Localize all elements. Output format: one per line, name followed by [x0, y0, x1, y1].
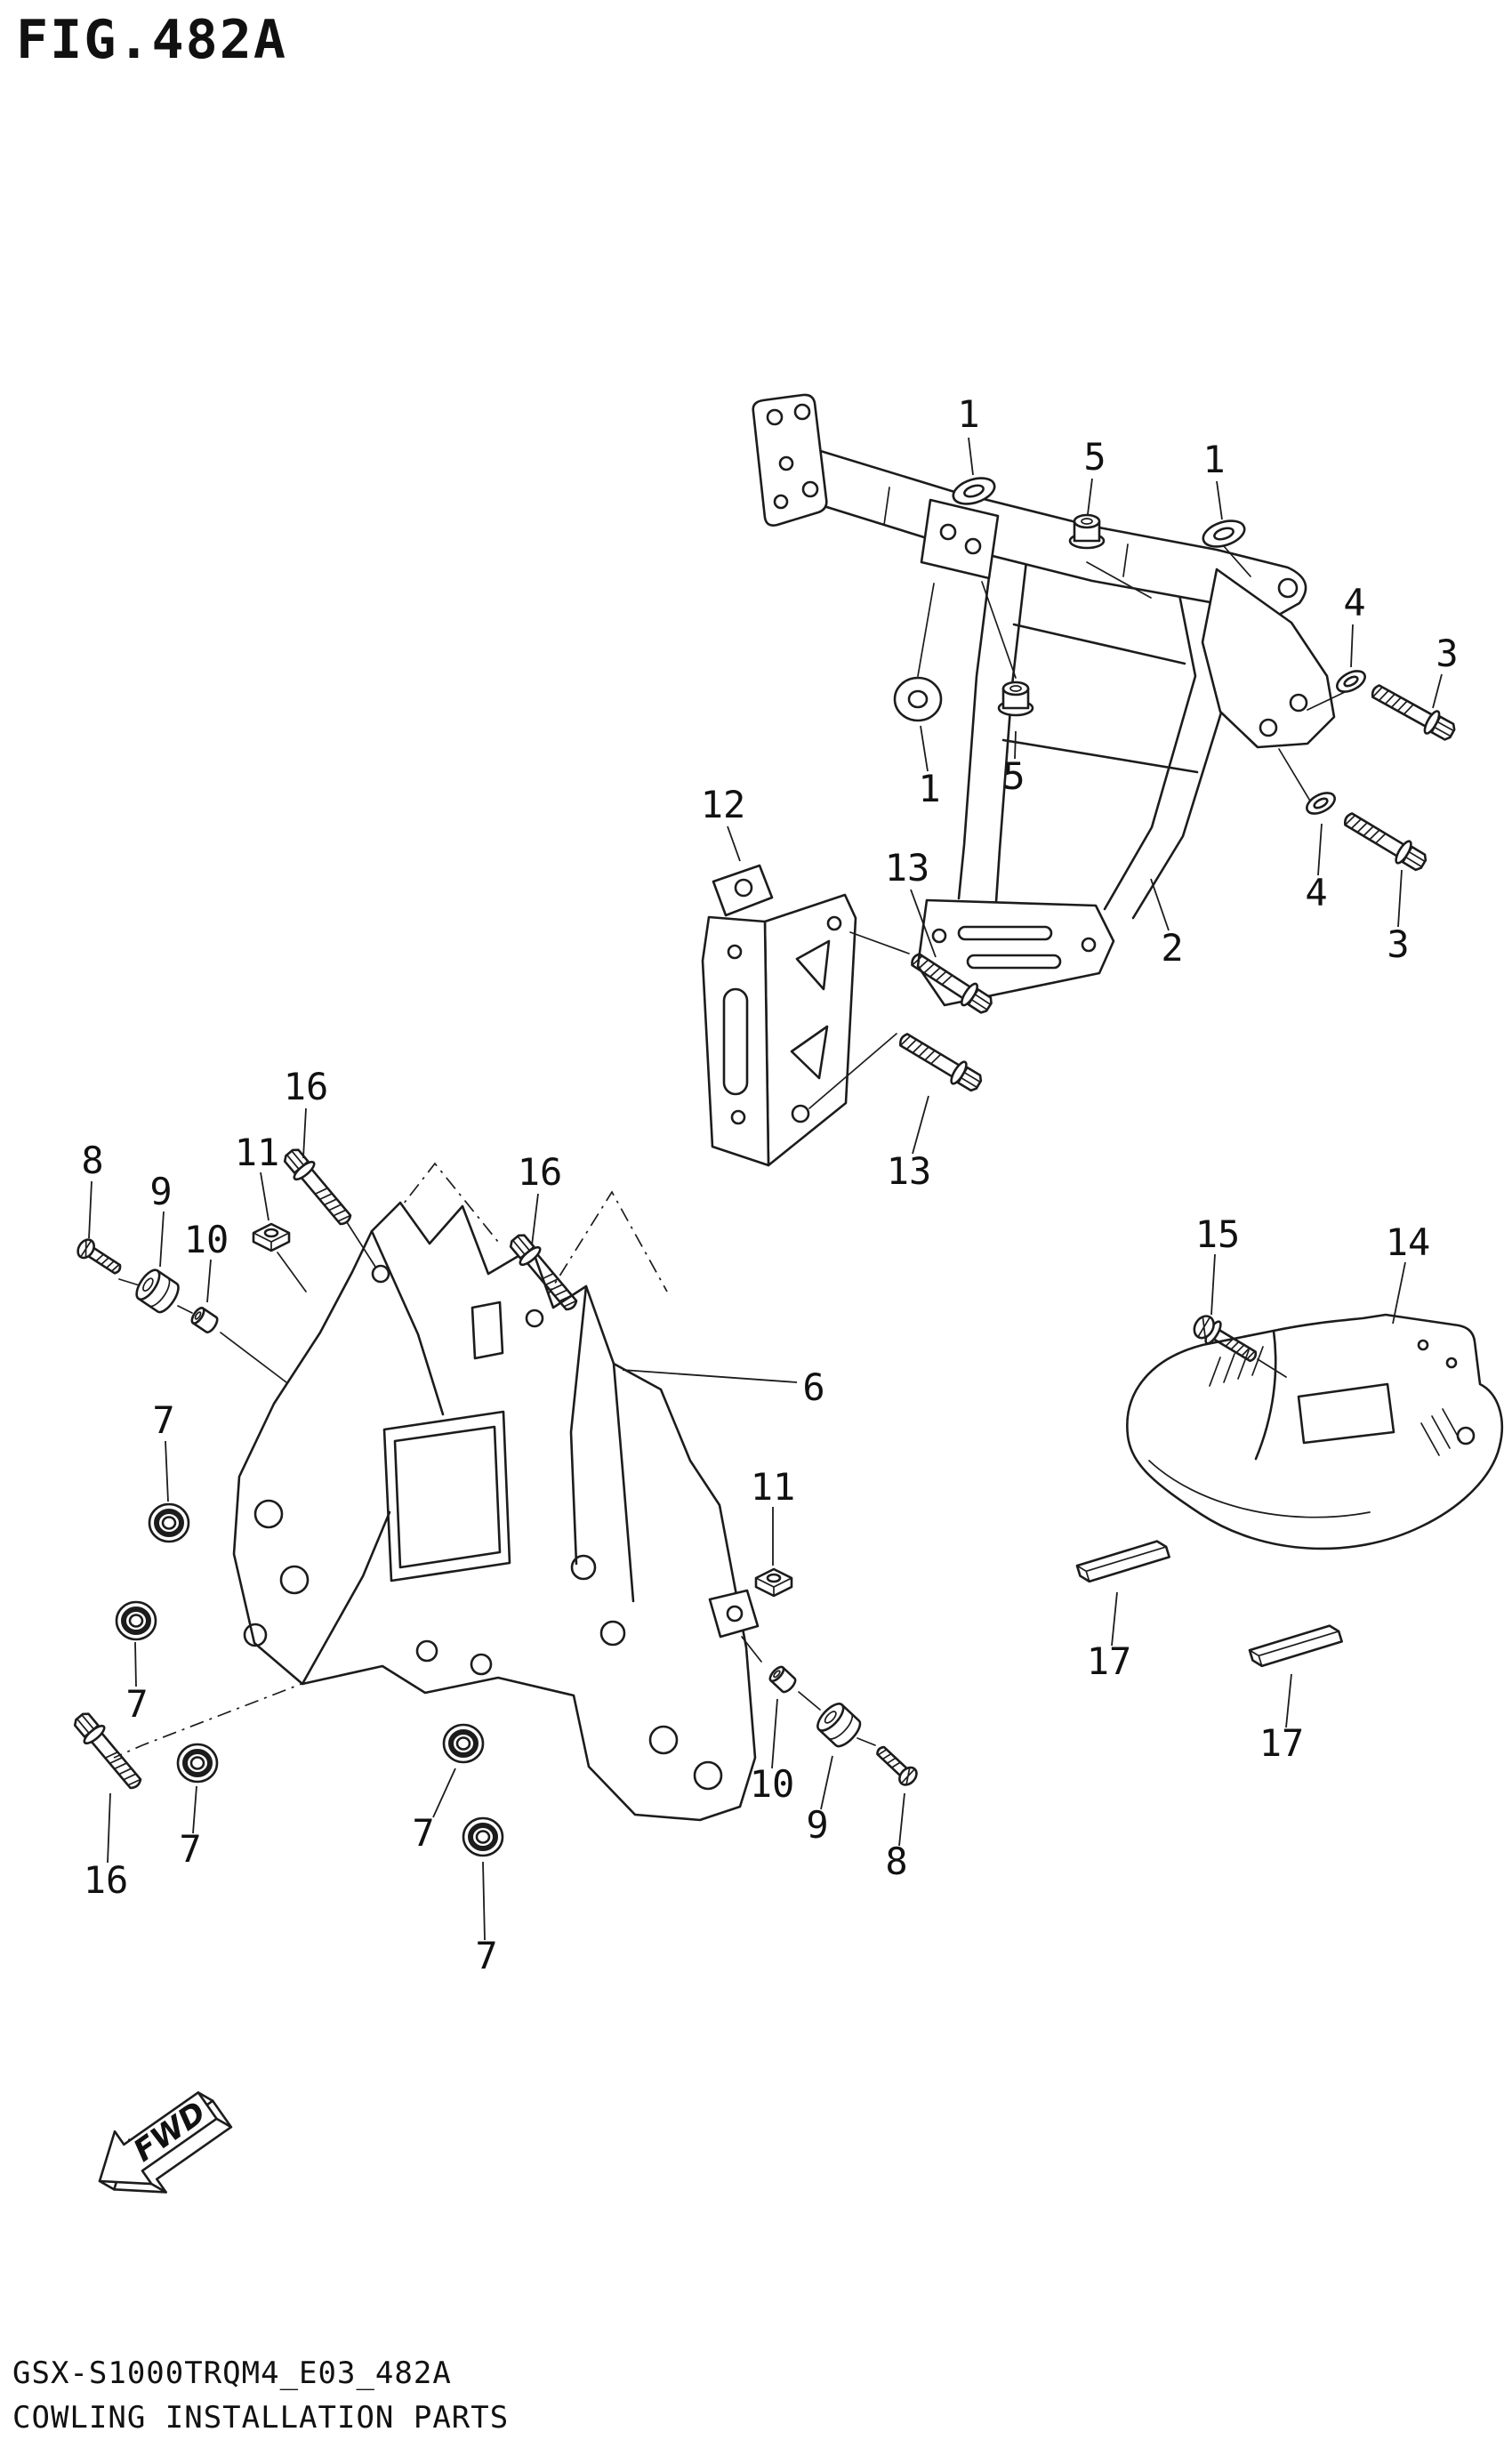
part-10-spacer [188, 1304, 221, 1336]
part-17-cushion-strip [1248, 1622, 1343, 1670]
callout-5: 5 [1002, 754, 1025, 798]
callout-11: 11 [751, 1465, 796, 1509]
part-1-washer [893, 676, 943, 722]
fasteners [68, 471, 1460, 1856]
part-11-clip [252, 1222, 291, 1252]
callout-1: 1 [918, 767, 940, 810]
callout-7: 7 [125, 1682, 148, 1726]
figure-caption: COWLING INSTALLATION PARTS [12, 2400, 510, 2436]
callout-10: 10 [184, 1218, 229, 1261]
callout-16: 16 [84, 1858, 129, 1902]
part-5-nut [997, 680, 1034, 717]
callout-16: 16 [284, 1065, 329, 1108]
callout-14: 14 [1386, 1220, 1431, 1264]
part-10-spacer [767, 1663, 799, 1695]
attachment-lines [118, 545, 1346, 1746]
callout-7: 7 [475, 1934, 497, 1977]
callout-leader-lines [88, 437, 1443, 1941]
part-9-cushion [131, 1265, 184, 1317]
part-8-screw [73, 1235, 126, 1280]
callout-9: 9 [806, 1803, 828, 1847]
callout-16: 16 [518, 1150, 563, 1194]
callout-7: 7 [412, 1811, 434, 1855]
part-12-side-bracket [701, 864, 857, 1167]
callout-7: 7 [179, 1827, 201, 1871]
part-14-panel-cover [1126, 1313, 1504, 1550]
part-1-washer [1198, 514, 1250, 553]
part-17-cushion-strip [1075, 1537, 1170, 1585]
part-9-cushion [812, 1698, 865, 1751]
callout-1: 1 [1202, 438, 1225, 481]
part-7-grommet [117, 1602, 156, 1639]
part-4-washer [1332, 665, 1370, 697]
part-16-bolt [278, 1143, 358, 1231]
callout-7: 7 [152, 1398, 174, 1442]
part-4-washer [1302, 787, 1339, 819]
callout-labels: 1 5 1 4 3 1 5 12 13 2 4 3 13 16 11 8 9 1… [81, 392, 1458, 1977]
callout-8: 8 [81, 1139, 103, 1182]
callout-1: 1 [957, 392, 979, 436]
callout-12: 12 [701, 783, 746, 826]
callout-13: 13 [885, 846, 930, 890]
callout-13: 13 [887, 1149, 932, 1193]
callout-5: 5 [1083, 435, 1106, 479]
callout-11: 11 [235, 1131, 280, 1174]
callout-9: 9 [149, 1170, 172, 1213]
part-6-main-bracket [113, 1162, 760, 1822]
part-3-bolt [1339, 806, 1431, 876]
part-11-clip [754, 1567, 793, 1598]
part-2-cowling-brace [752, 393, 1336, 1007]
callout-6: 6 [802, 1365, 824, 1409]
callout-4: 4 [1343, 581, 1365, 624]
part-7-grommet [444, 1725, 483, 1762]
callout-10: 10 [750, 1762, 795, 1806]
callout-8: 8 [885, 1840, 907, 1883]
callout-4: 4 [1305, 871, 1327, 914]
part-7-grommet [178, 1744, 217, 1782]
fwd-arrow: FWD [98, 2091, 233, 2194]
figure-code: GSX-S1000TRQM4_E03_482A [12, 2355, 452, 2391]
callout-3: 3 [1436, 632, 1458, 675]
part-7-grommet [149, 1504, 189, 1542]
callout-17: 17 [1087, 1639, 1132, 1683]
fwd-arrow-label: FWD [127, 2095, 213, 2170]
part-3-bolt [1366, 678, 1460, 746]
callout-17: 17 [1259, 1721, 1305, 1765]
callout-3: 3 [1387, 922, 1409, 966]
part-13-bolt [894, 1027, 986, 1097]
callout-2: 2 [1161, 926, 1183, 970]
figure-title: FIG.482A [16, 9, 287, 71]
callout-15: 15 [1195, 1212, 1241, 1256]
part-7-grommet [463, 1818, 503, 1856]
part-5-nut [1068, 513, 1106, 550]
part-8-screw [871, 1741, 921, 1790]
